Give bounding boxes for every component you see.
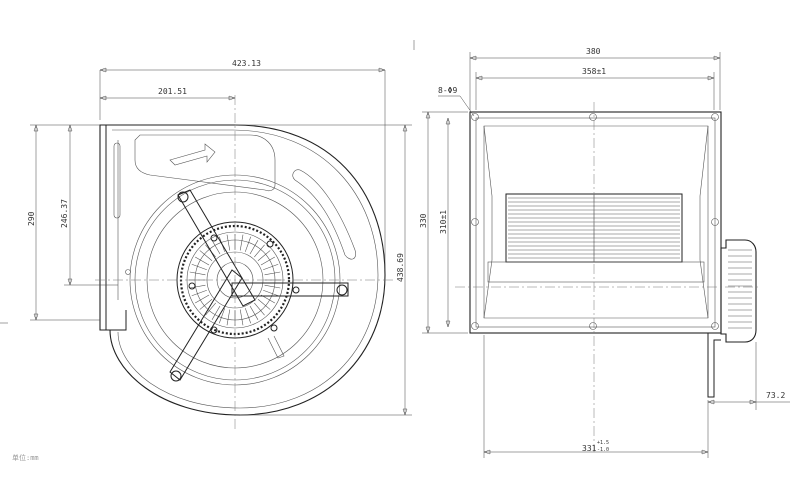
motor-fin [226, 309, 231, 326]
motor-fin [211, 305, 221, 320]
dim-side-width: 380 [586, 47, 601, 56]
motor-fin [244, 308, 252, 324]
dim-front-offset: 201.51 [158, 87, 187, 96]
motor-fin [264, 271, 281, 276]
motor-fin [199, 299, 213, 310]
dim-bottom-width: 331 [582, 444, 597, 453]
motor-fin [264, 284, 281, 289]
motor-fin [257, 250, 271, 261]
front-view [95, 95, 395, 430]
side-view [455, 102, 760, 452]
motor-fin [218, 308, 226, 324]
dim-front-height-total: 290 [27, 211, 36, 226]
motor-fin [205, 302, 216, 316]
dim-holes: 8-Φ9 [438, 86, 457, 95]
motor-fin [263, 289, 279, 297]
dim-side-inner-height: 310±1 [439, 210, 448, 234]
dim-bottom-tol-lower: -1.0 [597, 447, 609, 453]
motor-fin [249, 240, 259, 255]
motor-fin [191, 263, 207, 271]
motor-side-fins [728, 249, 752, 329]
dim-motor-projection: 73.2 [766, 391, 785, 400]
motor-fin [195, 294, 210, 304]
motor-fin [239, 234, 244, 251]
front-view-dimensions: 423.13 201.51 290 246.37 438.69 [0, 59, 412, 416]
corner-note: 单位:mm [12, 453, 39, 462]
motor-fin [189, 284, 206, 289]
motor-fin [189, 271, 206, 276]
motor-fin [254, 302, 265, 316]
motor-fin [211, 240, 221, 255]
dim-side-inner-width: 358±1 [582, 67, 606, 76]
side-view-dimensions: 380 358±1 8-Φ9 330 310±1 73.2 331 +1.5 -… [413, 40, 790, 458]
dim-side-height: 330 [419, 213, 428, 228]
dim-front-width: 423.13 [232, 59, 261, 68]
motor-fin [260, 256, 275, 266]
motor-fin [263, 263, 279, 271]
motor-fin [191, 289, 207, 297]
motor-fin [257, 299, 271, 310]
motor-fin [226, 234, 231, 251]
motor-fin [239, 309, 244, 326]
dim-front-height-inner: 246.37 [60, 199, 69, 228]
dim-front-height-outer: 438.69 [396, 253, 405, 282]
motor-fin [244, 236, 252, 252]
motor-fin [254, 244, 265, 258]
dim-bottom-tol-upper: +1.5 [597, 440, 609, 446]
motor-fin [199, 250, 213, 261]
motor-fin [249, 305, 259, 320]
motor-fin [195, 256, 210, 266]
